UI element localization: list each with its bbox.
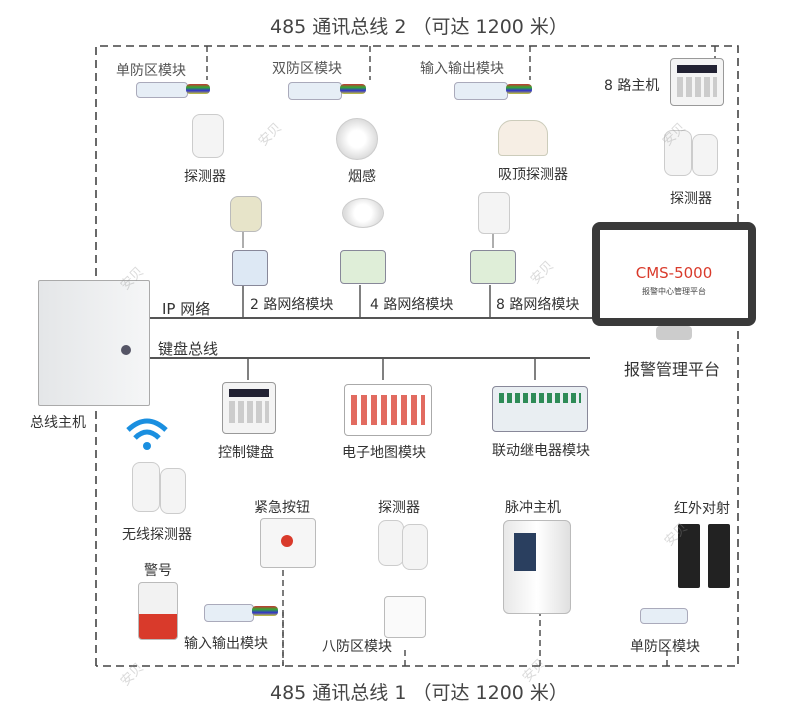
wireless-detector-icon xyxy=(132,462,160,512)
emap-label: 电子地图模块 xyxy=(342,445,426,461)
wireless-detector-icon xyxy=(160,468,186,514)
pir-detector-icon xyxy=(378,520,404,566)
ip-network-label: IP 网络 xyxy=(162,300,211,318)
ir-beam-label: 红外对射 xyxy=(674,501,730,517)
bus-host-label: 总线主机 xyxy=(30,415,86,431)
net8-label: 8 路网络模块 xyxy=(496,297,580,313)
ir-beam-receiver-icon xyxy=(708,524,730,588)
cms-monitor: CMS-5000 报警中心管理平台 xyxy=(592,222,756,326)
monitor-stand xyxy=(656,326,692,340)
bus-host-cabinet xyxy=(38,280,150,406)
network-module-2 xyxy=(232,250,268,286)
ceiling-detector-icon xyxy=(498,120,548,156)
wire-bundle-icon xyxy=(506,84,532,94)
single-zone-module xyxy=(136,82,188,98)
single-zone-bottom-label: 单防区模块 xyxy=(630,639,700,655)
wireless-label: 无线探测器 xyxy=(122,527,192,543)
panic-label: 紧急按钮 xyxy=(254,500,310,516)
keypad-label: 控制键盘 xyxy=(218,445,274,461)
relay-module-icon xyxy=(492,386,588,432)
host8-label: 8 路主机 xyxy=(604,78,660,94)
net2-label: 2 路网络模块 xyxy=(250,297,334,313)
wire-bundle-icon xyxy=(340,84,366,94)
net4-label: 4 路网络模块 xyxy=(370,297,454,313)
network-module-4 xyxy=(340,250,386,284)
pir-detector-icon xyxy=(192,114,224,158)
wire-bundle-icon xyxy=(186,84,210,94)
eight-zone-label: 八防区模块 xyxy=(322,639,392,655)
wifi-icon xyxy=(126,418,168,450)
dual-zone-module xyxy=(288,82,342,100)
bus-2-title: 485 通讯总线 2 （可达 1200 米） xyxy=(270,16,568,38)
io-module-top xyxy=(454,82,508,100)
pir-detector-icon xyxy=(402,524,428,570)
pulse-host-icon xyxy=(503,520,571,614)
detector-b-label: 探测器 xyxy=(670,191,712,207)
single-zone-module-bottom xyxy=(640,608,688,624)
io-module-label-top: 输入输出模块 xyxy=(420,61,504,77)
pir-detector-icon xyxy=(478,192,510,234)
glass-break-detector-icon xyxy=(230,196,262,232)
siren-label: 警号 xyxy=(144,563,172,579)
panic-button-icon xyxy=(260,518,316,568)
pir-detector-icon xyxy=(692,134,718,176)
keyboard-bus-label: 键盘总线 xyxy=(158,340,219,358)
ceiling-detector-icon xyxy=(342,198,384,228)
lock-icon xyxy=(121,345,131,355)
bus-1-title: 485 通讯总线 1 （可达 1200 米） xyxy=(270,682,568,704)
ceiling-detector-label: 吸顶探测器 xyxy=(498,167,568,183)
io-module-bottom-label: 输入输出模块 xyxy=(184,636,268,652)
network-module-8 xyxy=(470,250,516,284)
wire-bundle-icon xyxy=(252,606,278,616)
eight-zone-module-icon xyxy=(384,596,426,638)
smoke-label: 烟感 xyxy=(348,169,376,185)
single-zone-module-label: 单防区模块 xyxy=(116,63,186,79)
relay-label: 联动继电器模块 xyxy=(492,443,590,459)
siren-icon xyxy=(138,582,178,640)
emap-module-icon xyxy=(344,384,432,436)
cms-brand: CMS-5000 xyxy=(635,264,713,282)
pulse-label: 脉冲主机 xyxy=(505,500,561,516)
pir-detector-icon xyxy=(664,130,692,176)
detector-a-label: 探测器 xyxy=(184,169,226,185)
ir-beam-emitter-icon xyxy=(678,524,700,588)
detector-bottom-label: 探测器 xyxy=(378,500,420,516)
platform-caption: 报警管理平台 xyxy=(624,360,721,379)
dual-zone-module-label: 双防区模块 xyxy=(272,61,342,77)
cms-subtitle: 报警中心管理平台 xyxy=(642,287,706,296)
host8-keypad-icon xyxy=(670,58,724,106)
smoke-detector-icon xyxy=(336,118,378,160)
bus-485-outline xyxy=(95,45,739,667)
control-keypad-icon xyxy=(222,382,276,434)
io-module-bottom xyxy=(204,604,254,622)
